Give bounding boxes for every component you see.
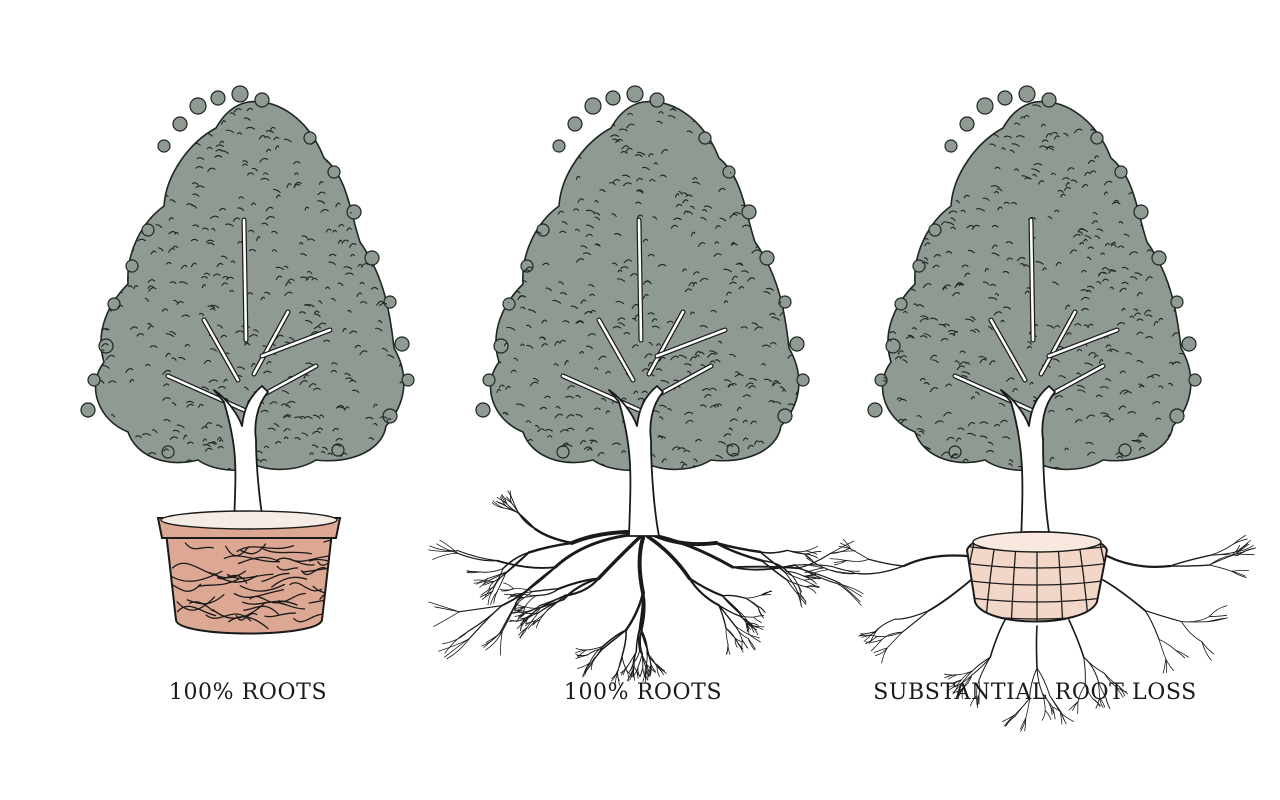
caption-container-grown: 100% ROOTS [168, 680, 328, 705]
tree-root-ball-illustration [803, 85, 1257, 732]
caption-field-grown: 100% ROOTS [563, 680, 723, 705]
tree-trunk [1000, 385, 1056, 545]
severed-root-system [803, 534, 1257, 732]
tree-full-roots-illustration [428, 85, 864, 686]
burlap-root-ball [965, 531, 1109, 623]
tree-branches [952, 217, 1120, 413]
panel-container-grown: 100% ROOTS [48, 80, 448, 740]
tree-trunk [213, 385, 269, 527]
tree-trunk [608, 385, 664, 537]
nursery-pot [156, 510, 342, 635]
panel-field-grown: 100% ROOTS [428, 80, 864, 740]
panel-balled-burlapped: SUBSTANTIAL ROOT LOSS [803, 80, 1257, 740]
caption-balled-burlapped: SUBSTANTIAL ROOT LOSS [873, 680, 1197, 705]
tree-in-pot-illustration [80, 85, 415, 635]
